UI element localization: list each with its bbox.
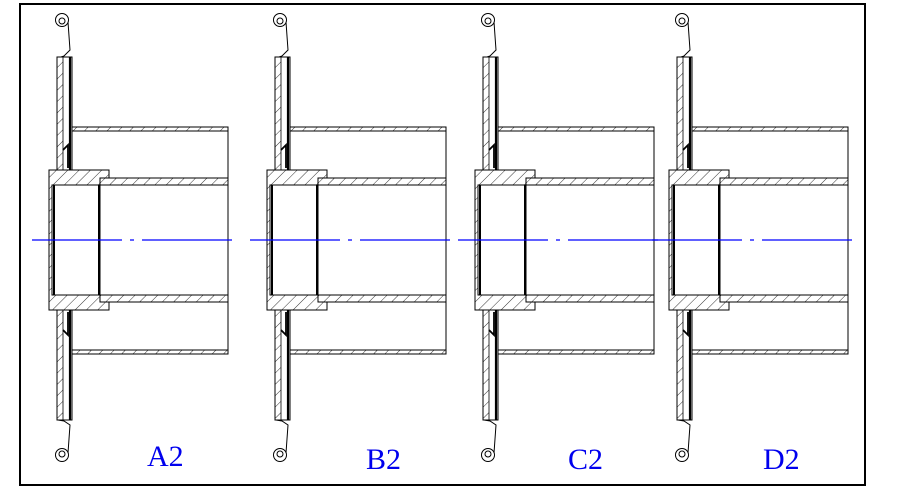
- label-b2: B2: [366, 443, 401, 476]
- label-a2: A2: [147, 440, 184, 473]
- assembly-a2: [30, 12, 240, 463]
- assembly-d2: [650, 12, 860, 463]
- label-d2: D2: [763, 443, 800, 476]
- assembly-c2: [456, 12, 666, 463]
- drawing-border: [19, 3, 866, 486]
- label-c2: C2: [568, 443, 603, 476]
- assembly-b2: [248, 12, 458, 463]
